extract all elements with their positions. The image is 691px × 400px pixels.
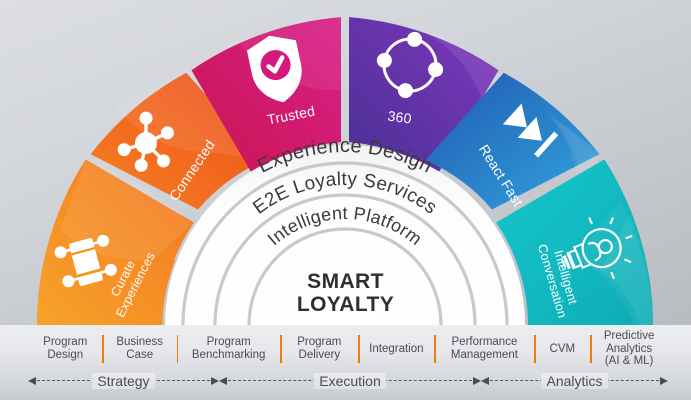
phase-label-line: Performance [451,336,518,349]
phase-group-strategy: Strategy [28,370,219,392]
center-title-line1: SMART [307,270,384,293]
phase-label-line: Predictive [603,330,655,343]
icon-table-layout-icon [54,234,117,288]
icon-shield-check-icon [246,35,302,103]
petal-connected-shape [90,72,265,210]
inner-rings [165,145,525,326]
arrow-left-icon [219,377,227,385]
icon-fast-forward-icon [502,103,559,158]
icon-network-hub-icon [117,111,174,172]
phase-label-line: CVM [549,342,576,355]
phase-label-line: Integration [369,342,424,355]
arrow-right-icon [211,377,219,385]
center-title-line2: LOYALTY [296,293,395,316]
arrow-left-icon [28,377,36,385]
petal-ic-shape [496,159,653,325]
phase-label-line: Delivery [298,349,341,361]
ring-divider-2 [213,193,477,326]
phase-label-line: Design [47,349,84,361]
svg-text:360: 360 [387,107,413,126]
phase-label-line: Program [206,336,251,349]
phase-label-line: Business [116,336,164,349]
petal-group [37,17,653,325]
phase-label-line: Analytics [606,342,653,355]
phase-group-analytics: Analytics [481,370,668,392]
phase-group-label: Strategy [92,373,155,389]
petal-react-fast-shape [425,72,600,210]
center-title: SMART LOYALTY [0,270,691,316]
petal-trusted-shape [191,17,341,174]
petal-curate-experiences[interactable] [37,159,194,325]
phase-label-line: Program [43,336,88,349]
ring-divider-3 [247,227,443,326]
ring-divider-1 [181,161,509,326]
phase-label-line: (AI & ML) [604,355,654,368]
icon-orbit-circle-icon [376,31,444,99]
phase-group-label: Analytics [541,373,608,389]
icon-lightbulb-person-icon [561,217,633,280]
phase-cell-cvm[interactable]: CVM [534,328,590,370]
phase-label-line: Benchmarking [191,349,266,361]
phase-label-line: Program [297,336,342,349]
arrow-right-icon [660,377,668,385]
phase-group-label: Execution [314,373,386,389]
phase-cell-integration[interactable]: Integration [358,328,434,370]
phase-label-line: Management [450,349,518,361]
phase-group-execution: Execution [219,370,481,392]
petal-label-360: 360 [387,107,413,126]
arrow-left-icon [481,377,489,385]
petal-curate-shape [37,159,194,325]
phase-group-row: Strategy Execution Analytics [28,370,668,392]
phase-label-line: Case [126,349,154,361]
arrow-right-icon [473,377,481,385]
